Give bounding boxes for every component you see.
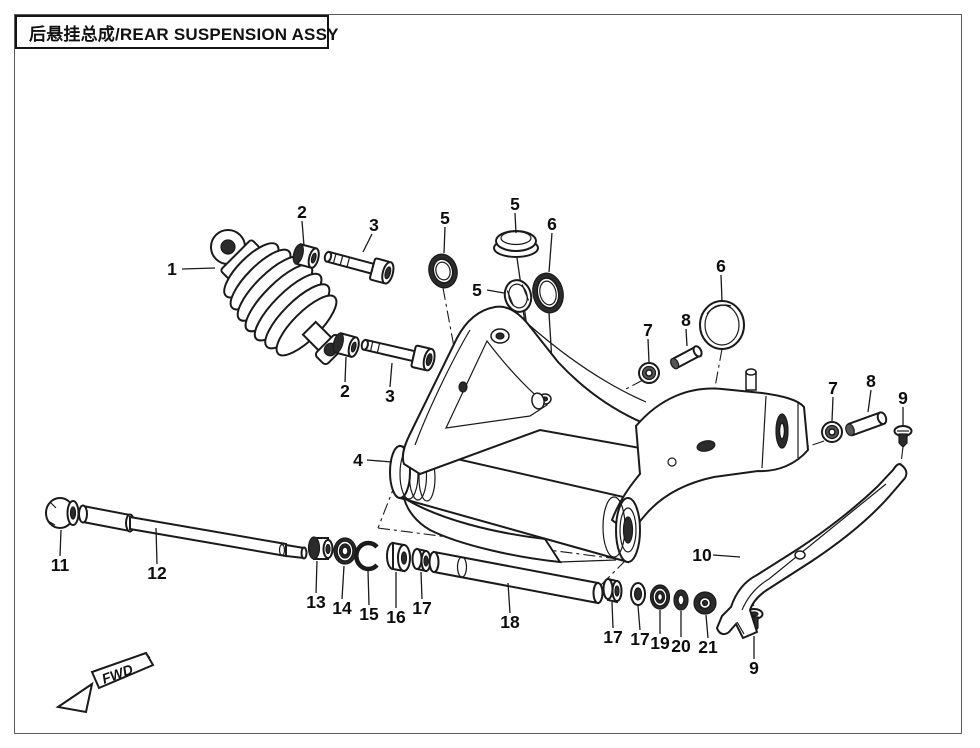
pin-bolt-8-left: [670, 345, 703, 370]
leader-line-14: [341, 565, 345, 600]
callout-18: 18: [500, 612, 520, 632]
fwd-arrow: FWD: [55, 651, 155, 714]
callout-9: 9: [898, 388, 908, 408]
callout-13: 13: [306, 592, 326, 612]
leader-line-12: [155, 527, 158, 565]
callout-8: 8: [866, 371, 876, 391]
shock-bushing-lower: [332, 332, 360, 358]
seal-ring-6-left: [532, 272, 564, 314]
shock-bolt-lower: [360, 338, 436, 372]
callout-7: 7: [643, 320, 653, 340]
shock-absorber: [210, 229, 347, 366]
callout-12: 12: [147, 563, 167, 583]
shock-bushing-upper: [292, 243, 320, 269]
pivot-axle-18: [428, 550, 604, 605]
swingarm: [389, 305, 810, 564]
fwd-label: FWD: [100, 661, 135, 687]
leader-line-7: [831, 396, 834, 422]
leader-line-5: [443, 226, 446, 254]
callout-6: 6: [547, 214, 557, 234]
washer-20: [673, 589, 689, 611]
leader-line-10: [712, 554, 741, 558]
leader-line-17: [420, 571, 423, 600]
callout-11: 11: [51, 555, 70, 575]
spacer-17-right: [630, 582, 646, 606]
callout-16: 16: [386, 607, 406, 627]
callout-7: 7: [828, 378, 838, 398]
leader-line-15: [367, 570, 370, 606]
leader-line-6: [548, 232, 553, 273]
callout-1: 1: [167, 259, 177, 279]
callout-4: 4: [353, 450, 363, 470]
leader-line-2: [301, 220, 305, 247]
page-border: [14, 14, 962, 734]
flange-nut-21: [693, 591, 717, 615]
seal-ring-5-mid: [503, 279, 533, 313]
leader-line-21: [705, 614, 709, 639]
guard-arm: [715, 462, 908, 640]
leader-line-8: [867, 389, 872, 413]
flanged-bushing-13: [307, 536, 334, 560]
axis-line: [623, 379, 644, 391]
leader-line-13: [315, 560, 318, 594]
axis-line: [900, 446, 904, 464]
callout-9: 9: [749, 658, 759, 678]
leader-line-7: [647, 338, 650, 363]
callout-14: 14: [332, 598, 352, 618]
leader-line-18: [507, 582, 511, 614]
callout-5: 5: [472, 280, 482, 300]
spacer-17-mid: [602, 577, 623, 604]
pivot-axle-12: [78, 504, 308, 560]
callout-8: 8: [681, 310, 691, 330]
leader-line-5: [514, 212, 517, 234]
callout-3: 3: [369, 215, 379, 235]
screw-9-right: [893, 425, 913, 448]
callout-2: 2: [297, 202, 307, 222]
spacer-17-left: [411, 547, 432, 573]
callout-17: 17: [412, 598, 431, 618]
bearing-16: [386, 541, 411, 573]
leader-line-11: [59, 529, 62, 557]
leader-line-3: [362, 233, 373, 253]
callout-21: 21: [698, 637, 718, 657]
leader-line-2: [344, 356, 347, 383]
leader-line-1: [181, 267, 216, 270]
leader-line-5: [486, 289, 505, 294]
callout-19: 19: [650, 633, 670, 653]
callout-10: 10: [692, 545, 712, 565]
leader-line-4: [366, 459, 393, 463]
leader-line-8: [685, 328, 688, 347]
end-cap-6-right: [699, 300, 745, 350]
castle-nut-11: [45, 497, 80, 529]
callout-20: 20: [671, 636, 691, 656]
bearing-14: [333, 537, 357, 565]
flange-nut-7-left: [638, 362, 660, 384]
title-block: 后悬挂总成/REAR SUSPENSION ASSY: [15, 15, 338, 49]
leader-line-6: [720, 274, 723, 302]
seal-ring-5-left: [428, 253, 458, 289]
pin-bolt-8-right: [845, 411, 888, 437]
callout-15: 15: [359, 604, 379, 624]
leader-line-17: [611, 601, 614, 629]
page-title: 后悬挂总成/REAR SUSPENSION ASSY: [29, 24, 339, 44]
circlip-15: [354, 540, 379, 572]
callout-2: 2: [340, 381, 350, 401]
bearing-19: [649, 584, 671, 610]
callout-6: 6: [716, 256, 726, 276]
leader-line-3: [389, 362, 393, 388]
shock-bolt-upper: [323, 250, 395, 285]
dust-cap-5-top: [493, 230, 539, 258]
leader-line-17: [637, 605, 641, 631]
callout-5: 5: [440, 208, 450, 228]
flange-nut-7-right: [821, 421, 843, 443]
callout-5: 5: [510, 194, 520, 214]
callout-3: 3: [385, 386, 395, 406]
callout-17: 17: [603, 627, 622, 647]
callout-17: 17: [630, 629, 649, 649]
